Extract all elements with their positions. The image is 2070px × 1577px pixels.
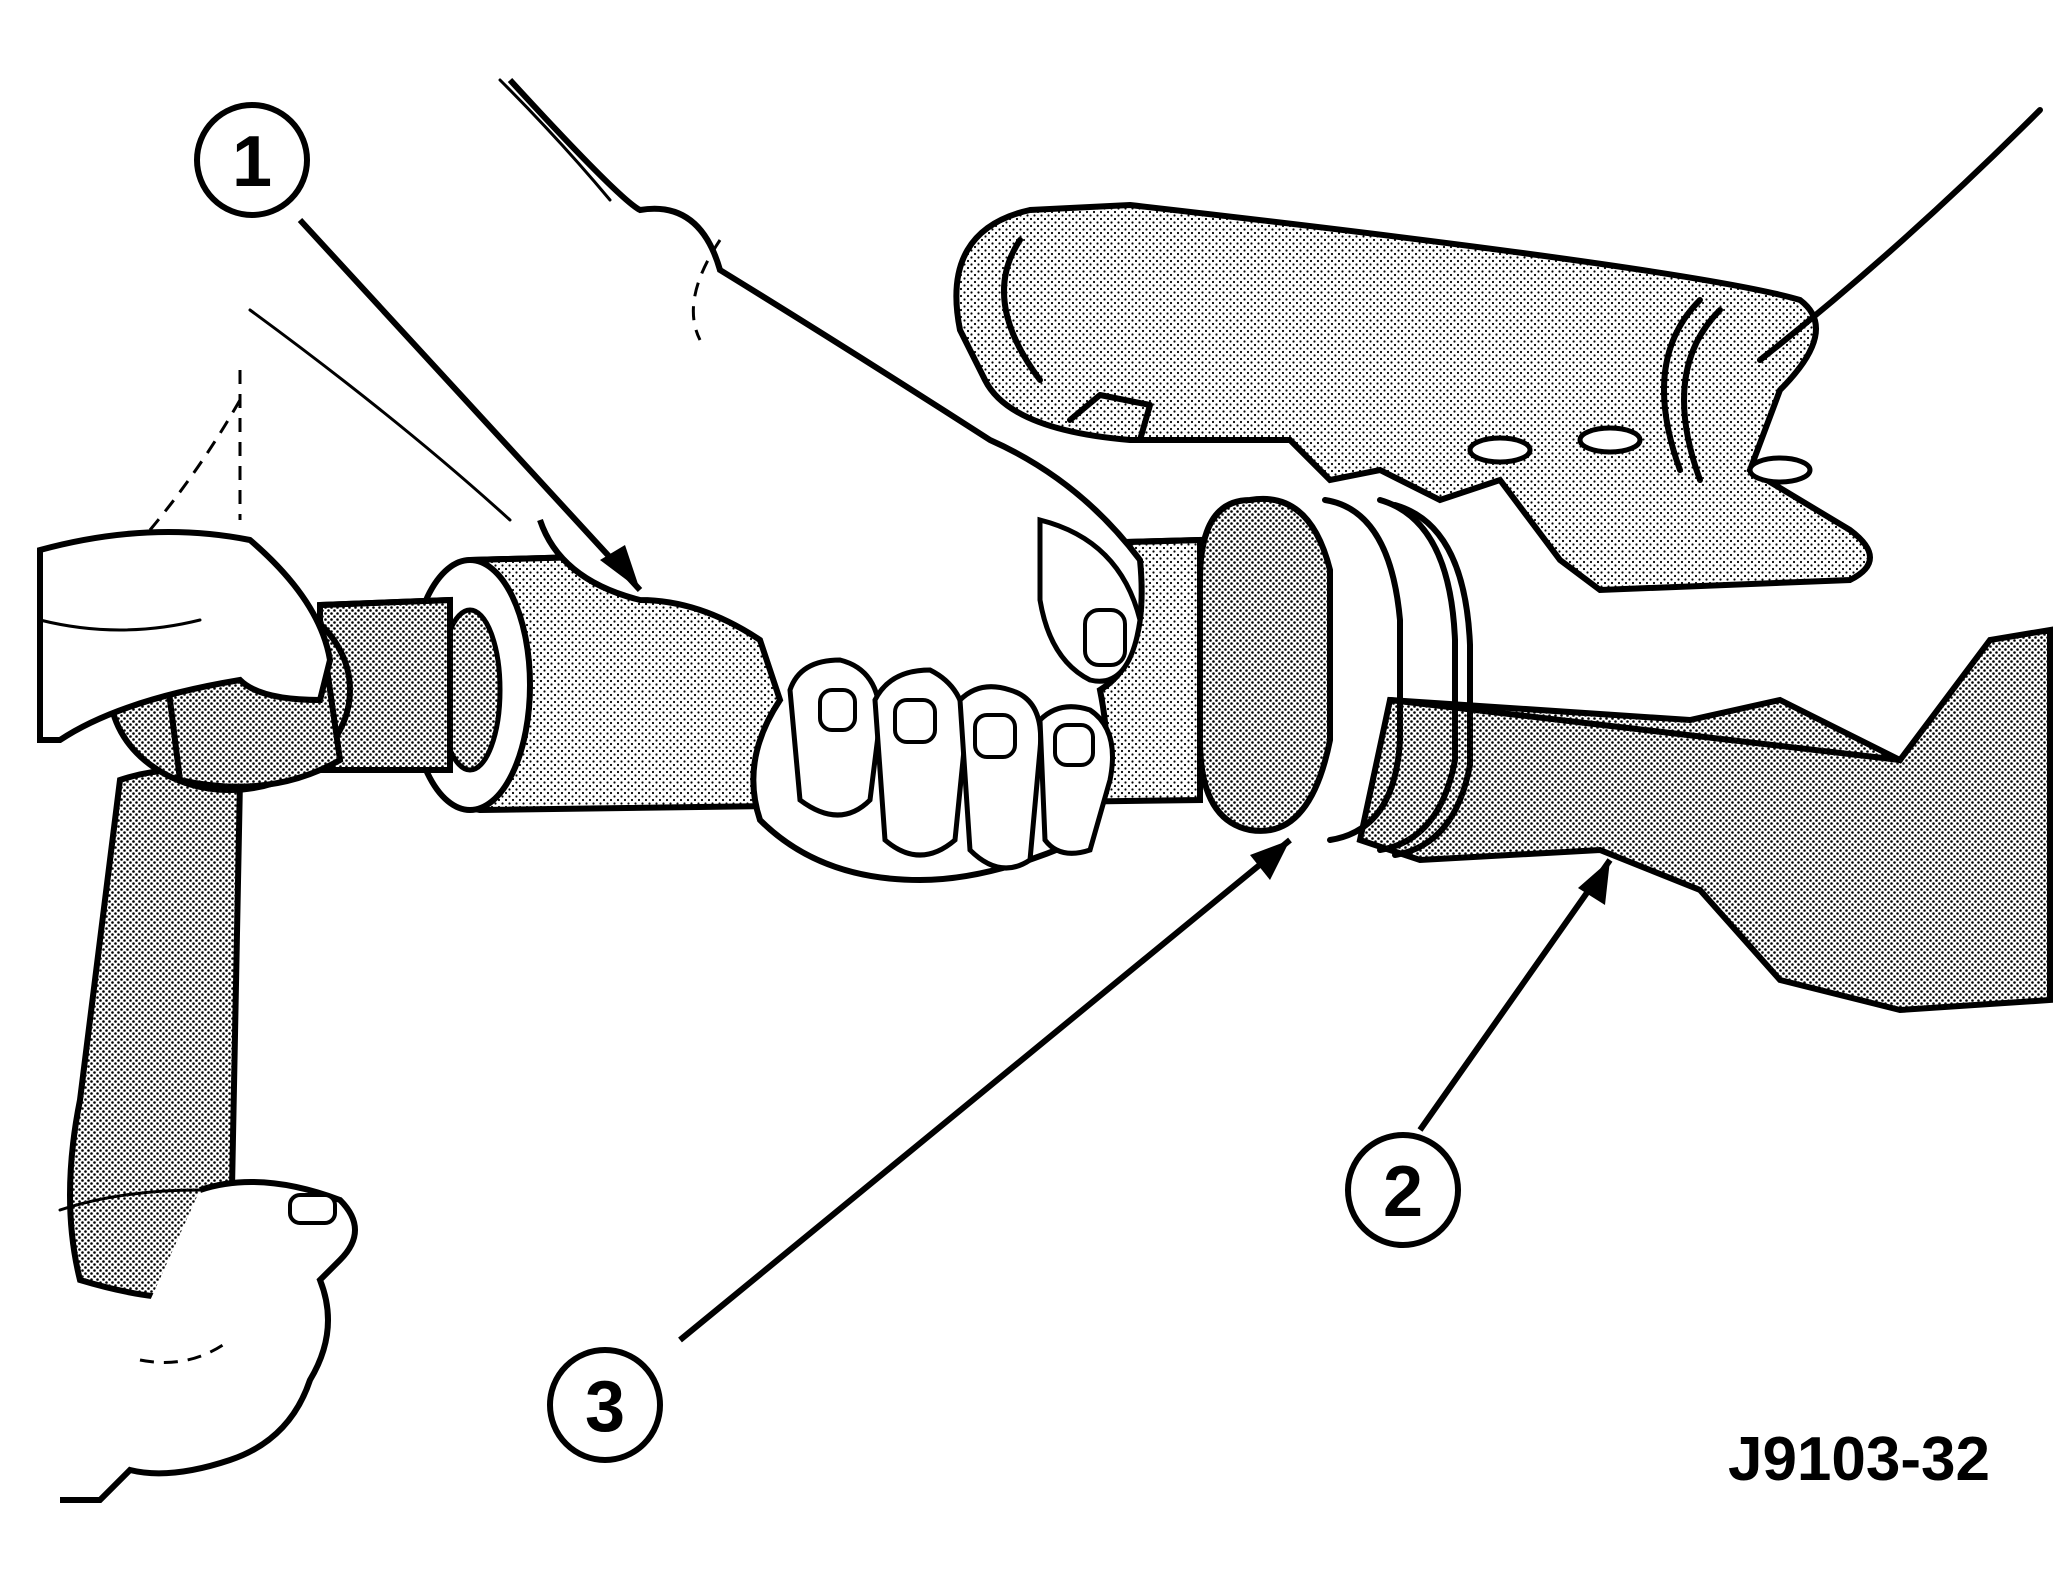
callout-1: 1: [194, 102, 310, 218]
figure-id-label: J9103-32: [1728, 1425, 1990, 1494]
fingers: [787, 516, 1143, 871]
spring-seat-casting: [953, 201, 1873, 594]
callout-2-number: 2: [1383, 1152, 1423, 1232]
bushing: [1197, 495, 1473, 858]
leader-line-1: [297, 217, 643, 593]
leader-line-2: [1417, 858, 1613, 1132]
callout-1-number: 1: [232, 122, 272, 202]
callout-3: 3: [547, 1347, 663, 1463]
sketch-line-right: [1757, 107, 2043, 363]
callout-2: 2: [1345, 1132, 1461, 1248]
callout-3-number: 3: [585, 1367, 625, 1447]
upper-hand: [37, 370, 334, 743]
axle-housing: [1356, 626, 2053, 1014]
sketch-line-top: [498, 78, 612, 202]
hand-holding-tool: [248, 77, 1145, 884]
lower-hand: [58, 1179, 358, 1503]
leader-line-3: [678, 837, 1292, 1343]
